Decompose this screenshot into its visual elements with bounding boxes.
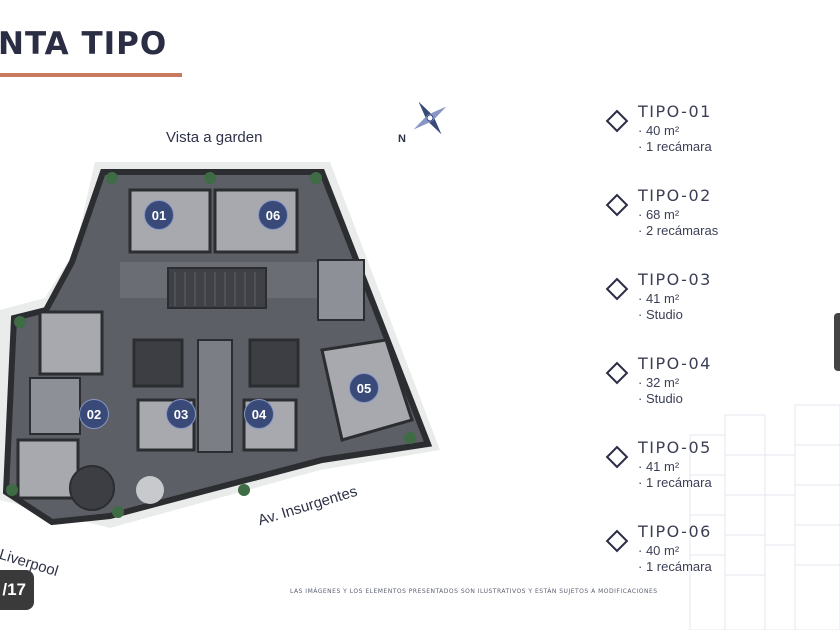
diamond-icon (605, 109, 629, 133)
unit-badge-06: 06 (258, 200, 288, 230)
legend-rooms: · Studio (638, 391, 683, 406)
legend-name: TIPO-05 (638, 438, 712, 457)
unit-badge-05: 05 (349, 373, 379, 403)
legend-item-tipo-01: TIPO-01 · 40 m² · 1 recámara (604, 102, 804, 172)
legend-area: · 32 m² (638, 375, 680, 390)
legend-item-tipo-03: TIPO-03 · 41 m² · Studio (604, 270, 804, 340)
unit-badge-04: 04 (244, 399, 274, 429)
legend-rooms: · 1 recámara (638, 559, 712, 574)
disclaimer-text: LAS IMÁGENES Y LOS ELEMENTOS PRESENTADOS… (290, 588, 658, 595)
diamond-icon (605, 193, 629, 217)
title-underline (0, 73, 182, 77)
legend-item-tipo-06: TIPO-06 · 40 m² · 1 recámara (604, 522, 804, 592)
legend-area: · 68 m² (638, 207, 680, 222)
legend-item-tipo-04: TIPO-04 · 32 m² · Studio (604, 354, 804, 424)
diamond-icon (605, 361, 629, 385)
legend-area: · 41 m² (638, 459, 680, 474)
legend-area: · 40 m² (638, 123, 680, 138)
unit-badge-03: 03 (166, 399, 196, 429)
legend-name: TIPO-03 (638, 270, 712, 289)
unit-badge-02: 02 (79, 399, 109, 429)
legend-area: · 41 m² (638, 291, 680, 306)
floor-plan (0, 162, 440, 528)
legend-name: TIPO-01 (638, 102, 712, 121)
legend-area: · 40 m² (638, 543, 680, 558)
page-title: NTA TIPO (0, 26, 168, 62)
legend-name: TIPO-04 (638, 354, 712, 373)
legend-name: TIPO-02 (638, 186, 712, 205)
legend-name: TIPO-06 (638, 522, 712, 541)
legend-item-tipo-02: TIPO-02 · 68 m² · 2 recámaras (604, 186, 804, 256)
page-indicator[interactable]: /17 (0, 570, 34, 610)
side-panel-handle[interactable] (834, 313, 840, 371)
diamond-icon (605, 529, 629, 553)
legend-rooms: · 1 recámara (638, 475, 712, 490)
compass-north-label: N (398, 133, 406, 145)
legend-rooms: · Studio (638, 307, 683, 322)
legend-item-tipo-05: TIPO-05 · 41 m² · 1 recámara (604, 438, 804, 508)
legend-rooms: · 2 recámaras (638, 223, 719, 238)
street-label-top: Vista a garden (166, 129, 263, 146)
building-outline-decoration (689, 404, 840, 630)
legend-rooms: · 1 recámara (638, 139, 712, 154)
compass-icon: N (396, 96, 458, 148)
diamond-icon (605, 445, 629, 469)
diamond-icon (605, 277, 629, 301)
unit-badge-01: 01 (144, 200, 174, 230)
